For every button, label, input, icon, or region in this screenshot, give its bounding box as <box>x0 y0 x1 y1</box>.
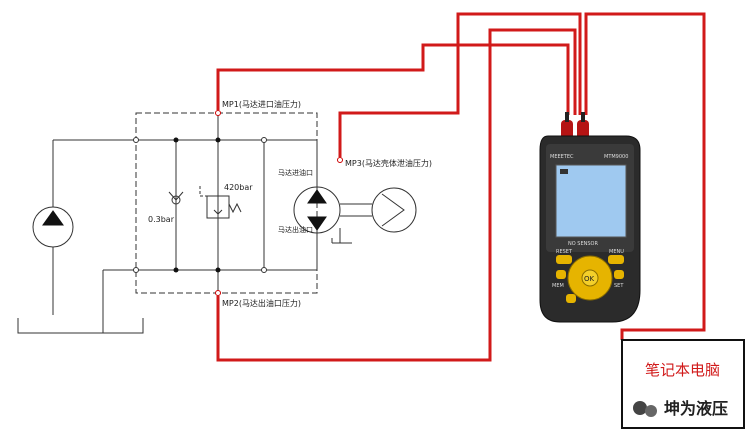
meter-btn-mem-label: MEM <box>552 283 564 289</box>
cable-mp2 <box>216 28 577 362</box>
cable-laptop <box>584 12 706 340</box>
mp2-test-point <box>215 290 221 296</box>
meter-btn-menu-label: MENU <box>609 249 624 255</box>
wechat-icon <box>633 401 647 415</box>
meter-screen <box>555 164 627 238</box>
mp2-label: MP2(马达出油口压力) <box>222 298 301 308</box>
test-points <box>215 110 343 296</box>
cable-mp3 <box>338 12 582 157</box>
meter-ok-button[interactable] <box>581 269 599 287</box>
meter-btn-reset-label: RESET <box>556 249 573 255</box>
meter-power-button[interactable] <box>566 294 576 303</box>
motor-inlet-label: 马达进油口 <box>278 168 313 177</box>
mp1-test-point <box>215 110 221 116</box>
laptop-label: 笔记本电脑 <box>645 361 720 379</box>
mp1-label: MP1(马达进口油压力) <box>222 99 301 109</box>
pump-triangle <box>42 210 64 226</box>
meter-btn-set-label: SET <box>614 283 624 289</box>
meter-model: MTM9000 <box>604 154 628 160</box>
meter-brand: MEEETEC <box>550 154 574 160</box>
cable-mp1 <box>216 43 570 115</box>
port-circles <box>133 137 267 273</box>
load-symbol <box>371 187 417 233</box>
motor-symbol <box>293 186 341 234</box>
hydraulic-schematic <box>17 112 417 334</box>
motor-outlet-label: 马达出油口 <box>278 225 313 234</box>
sensor-cables <box>216 12 706 362</box>
meter-button-mem[interactable] <box>556 270 566 279</box>
check-valve-label: 0.3bar <box>148 215 175 224</box>
meter-button-reset[interactable] <box>556 255 572 264</box>
meter-button-set[interactable] <box>614 270 624 279</box>
meter-button-menu[interactable] <box>608 255 624 264</box>
relief-valve-spring <box>228 202 242 214</box>
watermark: 坤为液压 <box>633 399 728 418</box>
tank-symbol <box>17 318 144 334</box>
meter-status: NO SENSOR <box>568 241 598 247</box>
mp3-label: MP3(马达壳体泄油压力) <box>345 158 432 168</box>
mp3-test-point <box>337 157 343 163</box>
relief-valve-label: 420bar <box>224 183 253 192</box>
meter-ok-label: OK <box>584 275 595 283</box>
watermark-text: 坤为液压 <box>664 399 728 418</box>
pressure-meter: MEEETEC MTM9000 NO SENSOR OK RESET MENU … <box>539 112 641 323</box>
relief-valve-body <box>206 195 230 219</box>
check-valve-ball <box>171 195 181 205</box>
junction-dots <box>173 137 221 273</box>
